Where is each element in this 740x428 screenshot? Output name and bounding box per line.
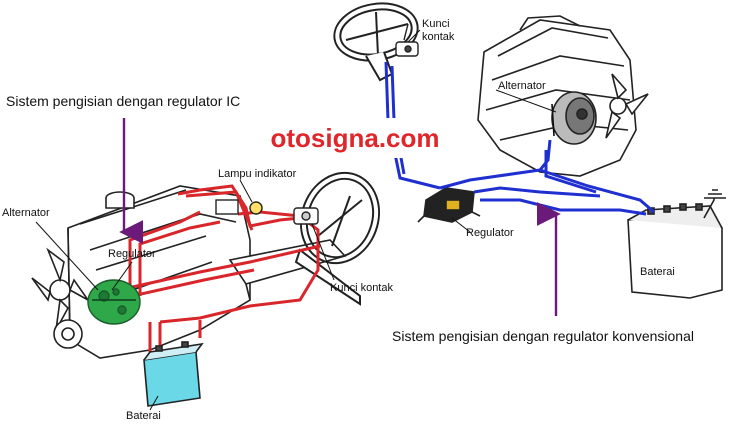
right-steering-wheel [333, 2, 419, 82]
left-indicator-lamp-device [215, 199, 263, 215]
left-indicator-lamp-label: Lampu indikator [218, 168, 297, 180]
left-battery-device [143, 341, 204, 407]
right-system-title: Sistem pengisian dengan regulator konven… [392, 328, 694, 344]
left-ignition-key-device [293, 207, 319, 225]
right-ignition-key-device [395, 23, 419, 57]
left-steering-wheel [294, 171, 381, 306]
right-battery-device [627, 189, 726, 299]
left-system-title: Sistem pengisian dengan regulator IC [6, 93, 241, 109]
right-ignition-key-label: Kunci kontak [422, 18, 454, 44]
right-battery-label: Baterai [640, 266, 675, 278]
right-alternator-label: Alternator [498, 80, 546, 92]
watermark: otosigna.com [248, 118, 462, 158]
right-ignition-key-line2: kontak [422, 31, 455, 43]
right-engine [477, 15, 649, 177]
left-alternator-regulator [87, 279, 141, 325]
right-regulator-label: Regulator [466, 227, 514, 239]
left-alternator-label: Alternator [2, 207, 50, 219]
left-regulator-label: Regulator [108, 248, 156, 260]
right-alternator-device [551, 91, 597, 145]
left-ignition-key-label: Kunci kontak [330, 282, 393, 294]
left-battery-label: Baterai [126, 410, 161, 422]
right-regulator-device [417, 187, 481, 223]
right-ignition-key-line1: Kunci [422, 18, 450, 30]
right-wiring [384, 61, 655, 216]
